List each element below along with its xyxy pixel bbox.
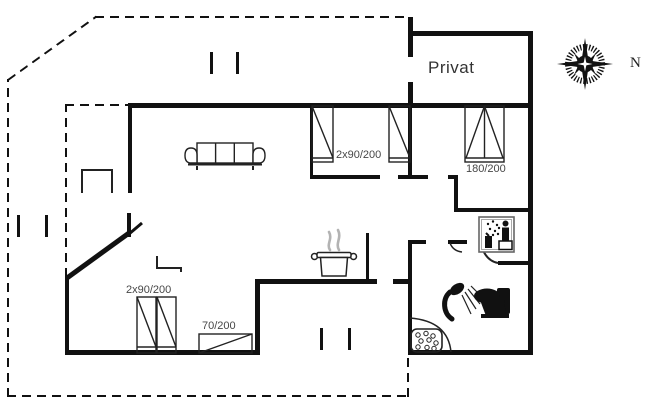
- wall-sw-bedroom-left: [65, 275, 69, 355]
- steam-icon: [327, 228, 341, 252]
- wall-privat-left-upper: [408, 17, 413, 57]
- corner-sink-icon: [409, 317, 452, 353]
- side-table-icon: [81, 169, 113, 193]
- private-room-label: Privat: [428, 58, 475, 77]
- bed-icon: [156, 296, 177, 354]
- terrace-inner-edge-vertical: [65, 104, 67, 277]
- wall-hall-cap: [393, 279, 412, 284]
- terrace-post-icon: [348, 328, 351, 350]
- wall-livingroom-left: [128, 103, 132, 193]
- wall-right-exterior: [528, 31, 533, 355]
- bed-size-label-180: 180/200: [466, 163, 506, 175]
- bed-icon: [388, 105, 411, 163]
- terrace-inner-edge-horizontal: [65, 104, 129, 106]
- wall-closet-left: [454, 175, 458, 212]
- wall-bath-top-1: [408, 240, 426, 244]
- wall-hall-top-3: [448, 175, 458, 179]
- compass-north-label: N: [630, 55, 641, 71]
- terrace-edge-left: [7, 79, 9, 397]
- wall-hall-top-1: [310, 175, 380, 179]
- wall-main-top: [128, 103, 532, 108]
- wall-bathroom-left: [408, 240, 412, 355]
- terrace-edge-right: [407, 353, 409, 397]
- wall-bottom-left-wing: [65, 350, 260, 355]
- compass-rose-icon: [557, 38, 613, 90]
- door-icon: [449, 242, 463, 253]
- wall-ne-bedroom-left: [310, 103, 313, 178]
- terrace-post-icon: [17, 215, 20, 237]
- wall-privat-top: [408, 31, 532, 36]
- terrace-post-icon: [236, 52, 239, 74]
- bed-icon: [311, 105, 334, 163]
- wall-privat-left-lower: [408, 82, 413, 108]
- wall-diagonal-stub: [127, 213, 131, 237]
- shower-icon: [442, 282, 484, 322]
- terrace-post-icon: [320, 328, 323, 350]
- wall-closet-top: [454, 208, 532, 212]
- bed-size-label-ne-pair: 2x90/200: [336, 149, 382, 161]
- terrace-post-icon: [210, 52, 213, 74]
- bed-size-label-sw-pair: 2x90/200: [126, 284, 172, 296]
- door-icon: [156, 256, 182, 272]
- terrace-edge-bottom: [7, 395, 409, 397]
- toilet-icon: [474, 288, 510, 318]
- sauna-icon: [478, 216, 515, 253]
- bed-icon: [464, 105, 505, 163]
- wall-kitchen-left: [255, 279, 260, 355]
- cooking-pot-icon: [310, 251, 358, 277]
- terrace-post-icon: [45, 215, 48, 237]
- wall-kitchen-divider: [366, 233, 369, 281]
- wall-bottom-bathroom: [408, 350, 532, 355]
- wall-hall-top-2: [398, 175, 428, 179]
- bed-size-label-70: 70/200: [202, 320, 236, 332]
- wall-bath-top-2: [448, 240, 467, 244]
- wall-ne-bedroom-divider: [408, 103, 412, 179]
- sofa-icon: [184, 142, 266, 170]
- wall-kitchen-counter: [255, 279, 377, 284]
- bed-icon: [136, 296, 157, 354]
- terrace-edge-top: [95, 16, 406, 18]
- wall-closet-bottom: [498, 261, 532, 265]
- door-icon: [481, 247, 499, 264]
- terrace-edge-diagonal: [7, 15, 98, 81]
